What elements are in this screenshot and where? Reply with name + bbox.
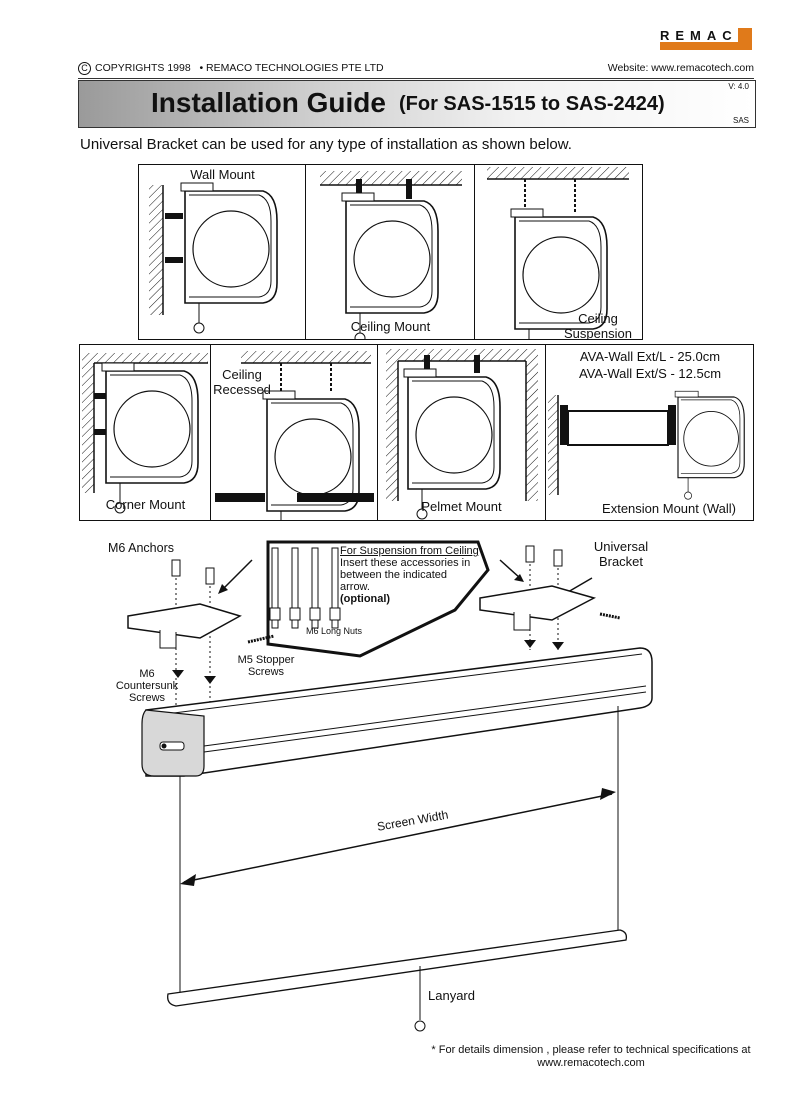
copyright-icon: C [78, 62, 91, 75]
panel-ceiling-recessed: Ceiling Recessed [210, 344, 379, 521]
label-ext-short: AVA-Wall Ext/S - 12.5cm [578, 366, 722, 381]
logo-accent [738, 28, 752, 50]
page-title: Installation Guide [151, 87, 386, 118]
suspension-callout: For Suspension from Ceiling Insert these… [340, 545, 480, 605]
panel-wall-mount: Wall Mount [138, 164, 307, 340]
label-ceiling-mount: Ceiling Mount [350, 319, 431, 334]
label-countersunk-screws: M6 Countersunk Screws [115, 668, 179, 704]
label-lanyard: Lanyard [428, 988, 475, 1003]
title-banner: Installation Guide (For SAS-1515 to SAS-… [78, 80, 756, 128]
label-wall-mount: Wall Mount [190, 167, 255, 182]
logo-bar [660, 42, 752, 50]
label-corner-mount: Corner Mount [105, 497, 186, 512]
company-name: • REMACO TECHNOLOGIES PTE LTD [199, 62, 384, 74]
label-extension-mount: Extension Mount (Wall) [602, 501, 736, 516]
panel-extension-mount: AVA-Wall Ext/L - 25.0cm AVA-Wall Ext/S -… [545, 344, 754, 521]
panel-corner-mount: Corner Mount [79, 344, 212, 521]
label-pelmet-mount: Pelmet Mount [421, 499, 502, 514]
label-m6-anchors: M6 Anchors [108, 541, 175, 555]
remaco-logo: REMACO [660, 28, 752, 50]
panel-ceiling-mount: Ceiling Mount [305, 164, 476, 340]
label-ext-long: AVA-Wall Ext/L - 25.0cm [579, 349, 721, 364]
label-stopper-screws: M5 Stopper Screws [237, 654, 295, 678]
logo-text: REMACO [660, 28, 754, 43]
website: Website: www.remacotech.com [607, 62, 754, 74]
label-ceiling-suspension: Ceiling Suspension [564, 311, 632, 340]
doc-code: SAS [732, 116, 749, 125]
label-long-nuts: M6 Long Nuts [306, 626, 363, 636]
panel-ceiling-suspension: Ceiling Suspension [474, 164, 643, 340]
footnote: * For details dimension , please refer t… [431, 1044, 751, 1069]
optional-label: (optional) [340, 593, 391, 605]
suspension-text: Insert these accessories in between the … [340, 557, 471, 593]
version-label: V: 4.0 [728, 82, 749, 91]
intro-text: Universal Bracket can be used for any ty… [80, 136, 572, 153]
page-subtitle: (For SAS-1515 to SAS-2424) [399, 93, 665, 115]
label-ceiling-recessed: Ceiling Recessed [213, 367, 271, 397]
suspension-title: For Suspension from Ceiling [340, 545, 479, 557]
panel-pelmet-mount: Pelmet Mount [377, 344, 546, 521]
assembly-diagram [127, 540, 653, 1032]
label-universal-bracket: Universal Bracket [593, 539, 649, 569]
